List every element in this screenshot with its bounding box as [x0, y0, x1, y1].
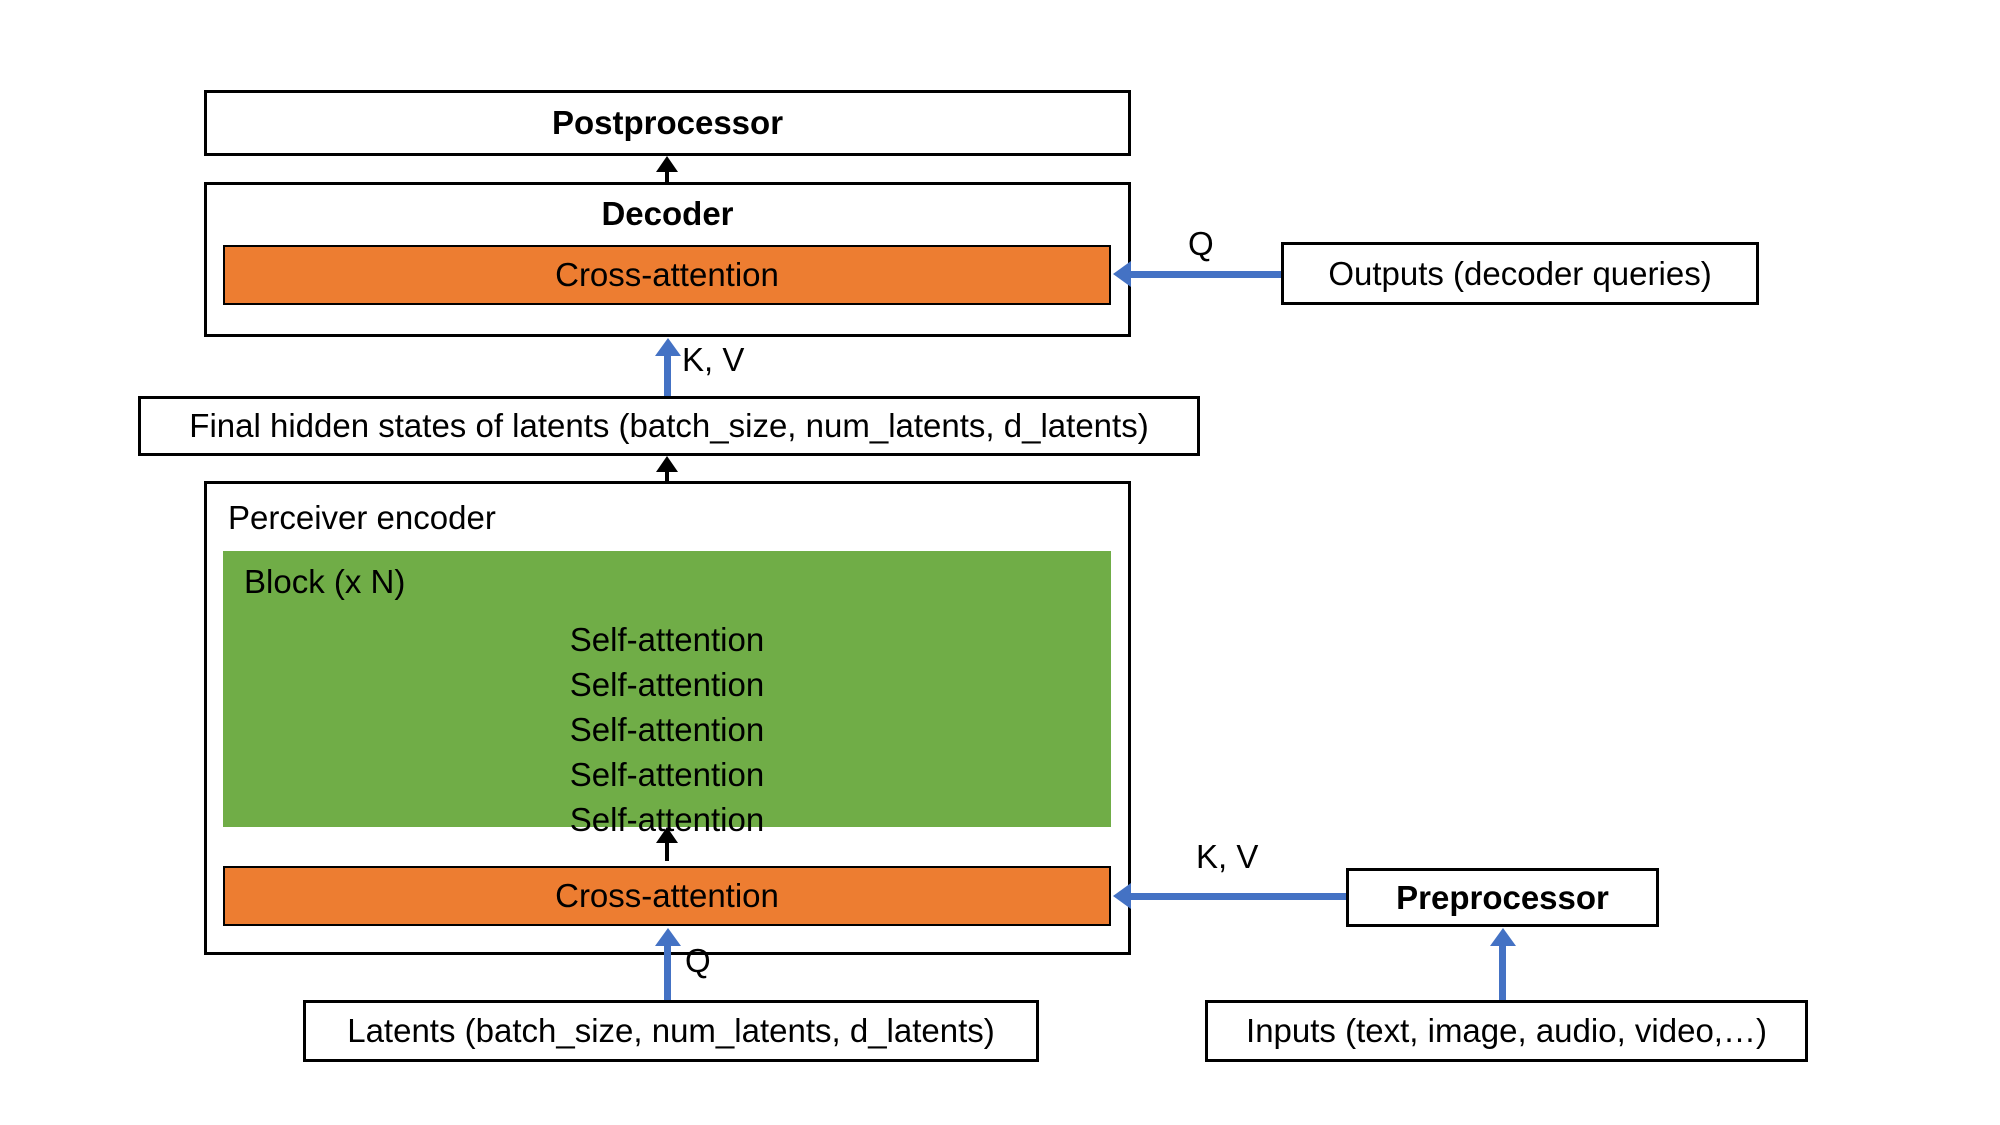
latents-label: Latents (batch_size, num_latents, d_late…: [347, 1012, 995, 1050]
arrow-decoder-to-postprocessor-head: [656, 156, 678, 172]
arrow-latents-to-encoder-head: [655, 928, 681, 946]
postprocessor-label: Postprocessor: [551, 104, 784, 142]
inputs-label: Inputs (text, image, audio, video,…): [1246, 1012, 1767, 1050]
outputs-box: Outputs (decoder queries): [1281, 242, 1759, 305]
preprocessor-box: Preprocessor: [1346, 868, 1659, 927]
arrow-decoder-to-postprocessor-shaft: [665, 170, 669, 186]
encoder-cross-attention-bar: Cross-attention: [223, 866, 1111, 926]
encoder-cross-attention-label: Cross-attention: [555, 877, 779, 914]
self-attention-layer-list: Self-attention Self-attention Self-atten…: [223, 617, 1111, 842]
arrow-preprocessor-to-encoder-head: [1113, 883, 1131, 909]
decoder-cross-attention-label: Cross-attention: [555, 256, 779, 293]
inputs-box: Inputs (text, image, audio, video,…): [1205, 1000, 1808, 1062]
latents-box: Latents (batch_size, num_latents, d_late…: [303, 1000, 1039, 1062]
arrow-label-decoder-kv: K, V: [682, 341, 745, 378]
arrow-label-encoder-kv: K, V: [1196, 838, 1259, 875]
arrow-preprocessor-to-encoder-shaft: [1131, 893, 1346, 900]
perceiver-encoder-label: Perceiver encoder: [228, 499, 496, 536]
arrow-label-decoder-q: Q: [1188, 225, 1214, 262]
decoder-label: Decoder: [601, 195, 734, 232]
preprocessor-label: Preprocessor: [1396, 878, 1609, 916]
arrow-inputs-to-preprocessor-head: [1490, 928, 1516, 946]
outputs-label: Outputs (decoder queries): [1328, 254, 1712, 292]
arrow-cross-to-block-shaft: [665, 841, 669, 861]
block-xn-container: Block (x N) Self-attention Self-attentio…: [223, 551, 1111, 838]
arrow-latents-to-decoder-shaft: [664, 356, 671, 430]
self-attention-layer: Self-attention: [569, 711, 765, 748]
arrow-inputs-to-preprocessor-shaft: [1499, 945, 1506, 1000]
arrow-outputs-to-decoder-shaft: [1131, 271, 1281, 278]
arrow-latents-to-encoder-shaft: [664, 945, 671, 1000]
arrow-encoder-to-final-hidden-head: [656, 456, 678, 472]
arrow-encoder-to-final-hidden-shaft: [665, 470, 669, 484]
arrow-latents-to-decoder-head: [655, 338, 681, 356]
decoder-cross-attention-bar: Cross-attention: [223, 245, 1111, 305]
self-attention-layer: Self-attention: [569, 621, 765, 658]
postprocessor-box: Postprocessor: [204, 90, 1131, 156]
arrow-outputs-to-decoder-head: [1113, 261, 1131, 287]
final-hidden-states-label: Final hidden states of latents (batch_si…: [189, 407, 1149, 445]
self-attention-layer: Self-attention: [569, 756, 765, 793]
self-attention-layer: Self-attention: [569, 666, 765, 703]
arrow-cross-to-block-head: [656, 827, 678, 843]
final-hidden-states-box: Final hidden states of latents (batch_si…: [138, 396, 1200, 456]
arrow-label-encoder-q: Q: [685, 942, 711, 979]
block-xn-label: Block (x N): [244, 563, 406, 600]
